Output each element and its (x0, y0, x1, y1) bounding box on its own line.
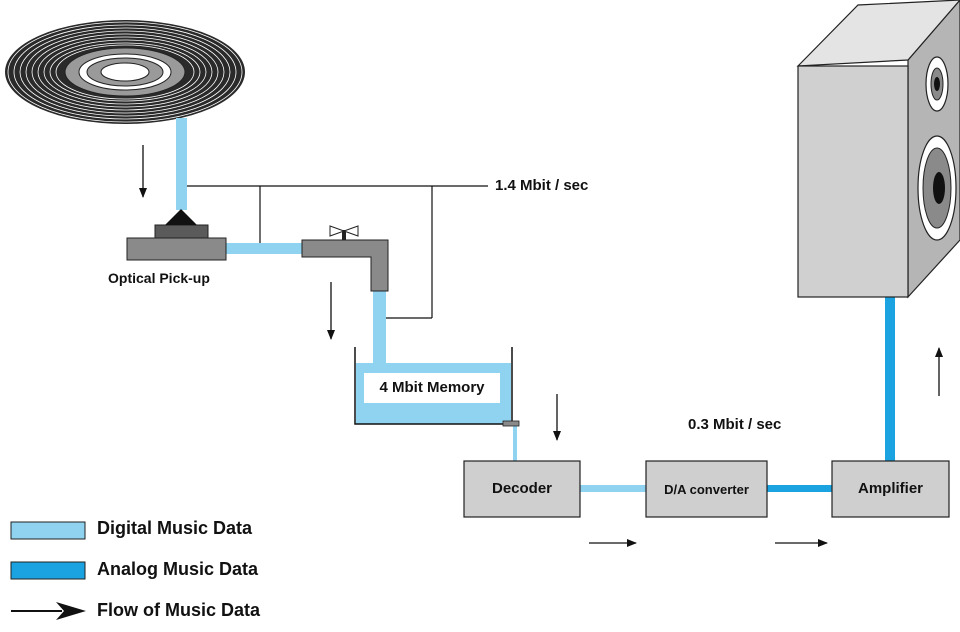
legend-analog-label: Analog Music Data (97, 559, 259, 579)
rate-label-0-3: 0.3 Mbit / sec (688, 416, 782, 433)
amplifier-label: Amplifier (857, 480, 923, 497)
memory-label: 4 Mbit Memory (379, 379, 485, 396)
rate-tap-lines (187, 185, 488, 319)
faucet-to-memory-pipe (373, 291, 386, 363)
speaker-cabinet (796, 0, 960, 299)
pickup-to-faucet-pipe (226, 243, 302, 254)
memory-to-decoder-pipe (513, 424, 517, 462)
memory-tank (354, 347, 520, 427)
legend-digital-swatch (10, 521, 86, 540)
compact-disc (5, 20, 245, 124)
amplifier-to-speaker-pipe (885, 297, 895, 461)
rate-label-1-4: 1.4 Mbit / sec (495, 177, 589, 194)
converter-box (645, 460, 768, 518)
legend-flow-label: Flow of Music Data (97, 600, 261, 620)
amplifier-box (831, 460, 950, 518)
decoder-label: Decoder (491, 480, 553, 497)
converter-to-amplifier-pipe (767, 485, 832, 492)
flow-arrows (139, 145, 943, 547)
legend-analog-swatch (10, 561, 86, 580)
faucet-valve (301, 225, 389, 292)
disc-to-pickup-pipe (176, 118, 187, 210)
pickup-label: Optical Pick-up (108, 270, 210, 286)
decoder-to-converter-pipe (580, 485, 646, 492)
legend-digital-label: Digital Music Data (97, 518, 253, 538)
legend-flow-arrow (11, 602, 86, 620)
converter-label: D/A converter (664, 482, 749, 497)
decoder-box (463, 460, 581, 518)
optical-pickup (126, 209, 227, 261)
